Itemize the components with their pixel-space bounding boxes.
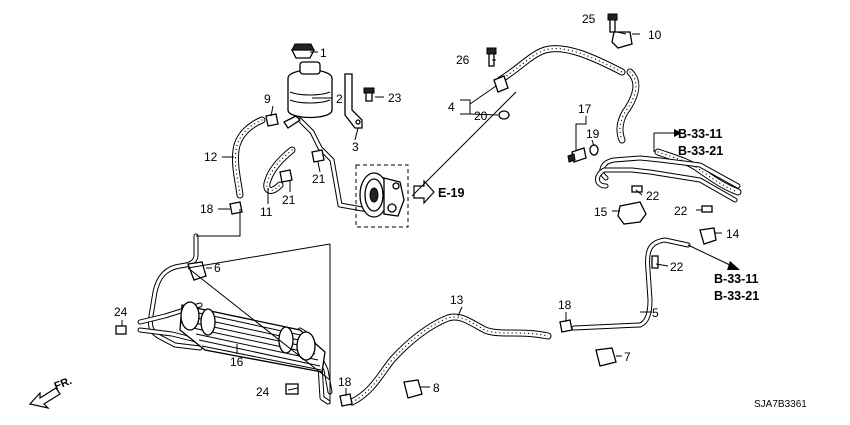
clip-21a-icon: [311, 149, 325, 163]
hose-feed-right: [654, 148, 742, 196]
power-steering-pump-icon: [355, 164, 409, 228]
washer-20-icon: [498, 110, 510, 120]
pipe-feed-rack: [595, 155, 741, 203]
bolt-25-icon: [607, 13, 618, 33]
callout-20: 20: [474, 109, 488, 123]
ref-top-label-b: B-33-21: [678, 144, 723, 158]
diagram-code: SJA7B3361: [754, 399, 807, 410]
callout-17: 17: [578, 102, 592, 116]
bolt-26-icon: [486, 47, 497, 67]
callout-1: 1: [320, 46, 327, 60]
callout-25: 25: [582, 12, 596, 26]
ref-bottom-label-b: B-33-21: [714, 289, 759, 303]
oil-cooler-icon: [179, 301, 326, 373]
clamp-14-icon: [699, 227, 717, 245]
pipe-reservoir-to-pump: [297, 117, 371, 213]
callout-22c: 22: [670, 260, 684, 274]
callout-8: 8: [433, 381, 440, 395]
union-fitting-4-icon: [493, 75, 509, 93]
leader-lines: [121, 31, 722, 404]
clamp-7-icon: [595, 347, 617, 367]
hose-4-feed: [496, 45, 626, 84]
callout-6: 6: [214, 261, 221, 275]
clip-9-icon: [265, 113, 279, 127]
fluid-reservoir-icon: [283, 61, 333, 129]
front-direction-arrow-icon: [28, 387, 61, 410]
callout-22a: 22: [646, 189, 660, 203]
callout-14: 14: [726, 227, 740, 241]
clamp-8-icon: [403, 379, 423, 399]
bracket-3-icon: [344, 73, 363, 129]
callout-18c: 18: [338, 375, 352, 389]
bolt-24a-icon: [115, 325, 127, 335]
hose-13-return: [348, 313, 552, 406]
callout-13: 13: [450, 293, 464, 307]
callout-10: 10: [648, 28, 662, 42]
callout-labels: 1 2 3 4 5 6 7 8 9 10 11 12 13 14 15 16 1…: [114, 12, 740, 399]
clip-18c-icon: [339, 393, 353, 407]
ref-bottom-arrow-icon: [687, 244, 740, 270]
callout-2: 2: [336, 92, 343, 106]
callout-24a: 24: [114, 305, 128, 319]
hose-11-suction: [263, 146, 296, 194]
front-direction-label: FR.: [53, 375, 74, 393]
reservoir-cap-icon: [290, 43, 316, 59]
clip-18a-icon: [229, 201, 243, 215]
hose-feed-upper-right: [616, 68, 640, 144]
bolt-22b-icon: [701, 205, 713, 213]
ref-bottom-label-a: B-33-11: [714, 272, 759, 286]
callout-3: 3: [352, 140, 359, 154]
clamp-6-icon: [187, 261, 207, 281]
callout-26: 26: [456, 53, 470, 67]
callout-19: 19: [586, 127, 600, 141]
callout-11: 11: [260, 205, 273, 219]
callout-15: 15: [594, 205, 608, 219]
clip-10-icon: [611, 31, 633, 49]
callout-24b: 24: [256, 385, 270, 399]
callout-18a: 18: [200, 202, 214, 216]
clip-21b-icon: [279, 169, 293, 183]
clamp-15-icon: [617, 201, 647, 225]
clip-18b-icon: [559, 319, 573, 333]
callout-12: 12: [204, 150, 218, 164]
callout-5: 5: [652, 306, 659, 320]
callout-16: 16: [230, 355, 244, 369]
callout-4: 4: [448, 100, 455, 114]
bolt-22a-icon: [631, 185, 643, 193]
bolt-23-icon: [363, 87, 375, 102]
ref-top-arrow-icon: [653, 129, 682, 152]
callout-21a: 21: [312, 172, 326, 186]
callout-23: 23: [388, 91, 402, 105]
o-ring-19-icon: [589, 144, 599, 156]
bolt-22c-icon: [651, 255, 659, 269]
ref-e19-arrow-icon: [413, 179, 435, 205]
hose-12-suction: [232, 116, 266, 199]
callout-7: 7: [624, 350, 631, 364]
callout-21b: 21: [282, 193, 296, 207]
ref-top-label-a: B-33-11: [678, 127, 723, 141]
callout-18b: 18: [558, 298, 572, 312]
callout-22b: 22: [674, 204, 688, 218]
pipe-5-feed: [571, 237, 691, 331]
sensor-17-icon: [567, 147, 587, 163]
ref-e19-label: E-19: [438, 186, 464, 200]
callout-9: 9: [264, 92, 271, 106]
